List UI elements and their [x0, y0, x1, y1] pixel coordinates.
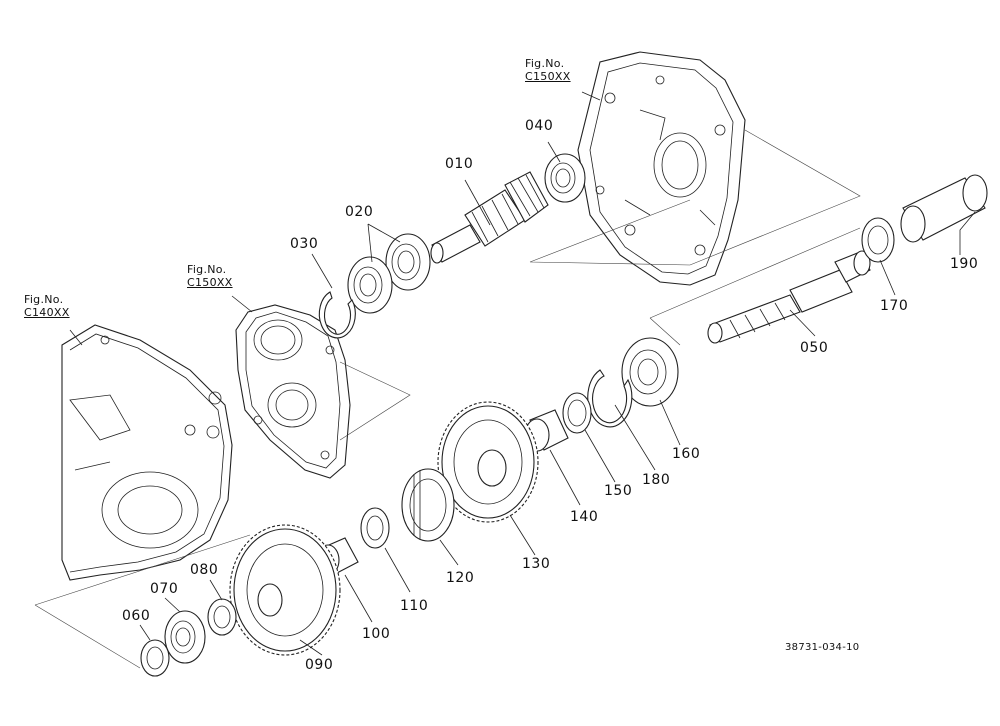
part-label-100: 100 [362, 626, 391, 642]
part-label-030: 030 [290, 236, 319, 252]
part-090-gear [229, 524, 341, 656]
part-050-output-shaft [707, 250, 871, 344]
part-label-040: 040 [525, 118, 554, 134]
part-label-130: 130 [522, 556, 551, 572]
part-label-170: 170 [880, 298, 909, 314]
fig-ref-left-line2: C140XX [24, 306, 70, 319]
rear-housing [577, 51, 746, 286]
part-170-seal [861, 217, 895, 263]
part-110-needle-bearing [360, 507, 390, 549]
leader-lines [69, 91, 976, 656]
part-label-140: 140 [570, 509, 599, 525]
fig-ref-middle: Fig.No. C150XX [187, 263, 233, 289]
part-label-080: 080 [190, 562, 219, 578]
fig-ref-middle-line2: C150XX [187, 276, 233, 289]
part-040-bearing [544, 153, 586, 203]
part-label-110: 110 [400, 598, 429, 614]
part-160-bearing [621, 337, 679, 407]
part-150-washer [562, 392, 592, 434]
fig-ref-top-line1: Fig.No. [525, 57, 565, 70]
part-070-bearing [164, 610, 206, 664]
part-120-collar [401, 468, 455, 542]
part-130-gear [437, 401, 539, 523]
part-label-120: 120 [446, 570, 475, 586]
part-label-020: 020 [345, 204, 374, 220]
part-020-bearings [347, 233, 431, 314]
part-010-pinion-shaft [430, 171, 549, 264]
part-label-070: 070 [150, 581, 179, 597]
fig-ref-left: Fig.No. C140XX [24, 293, 70, 319]
part-label-190: 190 [950, 256, 979, 272]
part-030-circlip [318, 291, 356, 339]
part-label-010: 010 [445, 156, 474, 172]
front-housing [61, 324, 233, 581]
fig-ref-top-line2: C150XX [525, 70, 571, 83]
middle-plate [235, 304, 351, 479]
drawing-code: 38731-034-10 [785, 642, 860, 653]
part-label-050: 050 [800, 340, 829, 356]
part-190-sleeve [900, 174, 988, 243]
part-label-160: 160 [672, 446, 701, 462]
fig-ref-top: Fig.No. C150XX [525, 57, 571, 83]
fig-ref-left-line1: Fig.No. [24, 293, 64, 306]
part-label-180: 180 [642, 472, 671, 488]
part-label-060: 060 [122, 608, 151, 624]
part-label-090: 090 [305, 657, 334, 673]
part-label-150: 150 [604, 483, 633, 499]
part-060-seal [140, 639, 170, 677]
fig-ref-middle-line1: Fig.No. [187, 263, 227, 276]
part-080-washer [207, 598, 237, 636]
